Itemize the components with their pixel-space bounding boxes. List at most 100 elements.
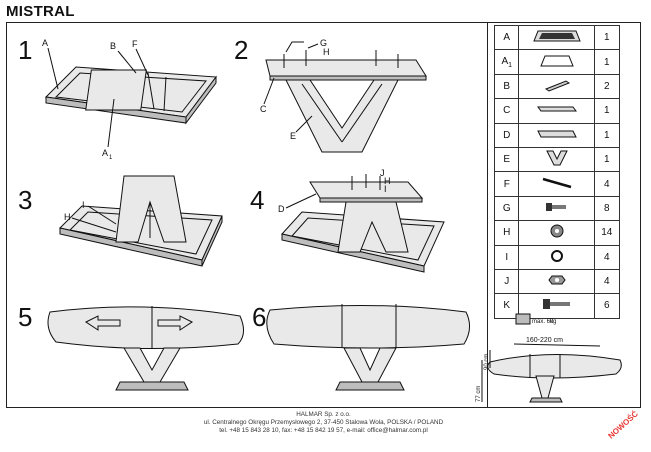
footer-company: HALMAR Sp. z o.o. xyxy=(296,411,351,418)
extension-leaf xyxy=(85,69,147,111)
part-quantity: 4 xyxy=(593,244,621,270)
part-quantity: 1 xyxy=(593,98,621,124)
label-e: E xyxy=(290,131,296,141)
footer-address: ul. Centralnego Okręgu Przemysłowego 2, … xyxy=(203,419,444,426)
part-quantity: 1 xyxy=(593,146,621,173)
part-letter: C xyxy=(493,98,520,124)
step-1-illustration: A B F A 1 xyxy=(42,38,217,161)
part-letter: D xyxy=(493,122,520,148)
footer-contact: tel. +48 15 843 28 10, fax: +48 15 842 1… xyxy=(219,427,428,434)
extended-table-top xyxy=(266,304,470,349)
part-letter: A xyxy=(493,24,520,51)
part-letter: A1 xyxy=(493,49,520,75)
assembly-steps: 1 A B F A 1 2 G H C E xyxy=(6,22,488,408)
part-letter-text: D xyxy=(503,129,511,141)
slide-rail-icon xyxy=(518,73,595,100)
v-leg-upside xyxy=(115,175,187,243)
part-letter-sub: 1 xyxy=(508,61,513,69)
table-top-icon xyxy=(518,24,595,51)
step-1-number: 1 xyxy=(18,35,33,65)
part-quantity: 4 xyxy=(593,171,621,197)
label-a1: A xyxy=(102,148,108,158)
parts-row: H 14 xyxy=(493,220,621,246)
part-letter-text: F xyxy=(503,178,510,190)
part-letter-text: C xyxy=(503,105,511,117)
label-c: C xyxy=(260,104,267,114)
bolt-icon xyxy=(518,195,595,222)
part-quantity: 1 xyxy=(593,49,621,75)
nut-icon xyxy=(518,268,595,295)
product-title: MISTRAL xyxy=(6,3,75,20)
part-quantity: 1 xyxy=(593,24,621,51)
step-2-illustration: G H C E xyxy=(260,38,427,153)
part-letter-text: K xyxy=(503,300,511,312)
height-dimension: 77 cm xyxy=(476,386,482,402)
part-quantity: 8 xyxy=(593,195,621,222)
label-h: H xyxy=(384,176,391,186)
part-letter: G xyxy=(493,195,520,222)
threaded-rod-icon xyxy=(518,171,595,197)
step-6-number: 6 xyxy=(252,302,267,332)
label-i: I xyxy=(384,184,387,194)
spring-washer-icon xyxy=(518,244,595,270)
step-5-illustration xyxy=(47,306,244,391)
part-quantity: 2 xyxy=(593,73,621,100)
label-d: D xyxy=(278,204,285,214)
frame-divider xyxy=(487,22,488,408)
part-letter-text: A xyxy=(503,32,511,44)
label-i: I xyxy=(82,200,85,210)
step-5-number: 5 xyxy=(18,302,33,332)
part-letter: I xyxy=(493,244,520,270)
top-plate xyxy=(265,59,427,77)
part-letter-text: G xyxy=(502,202,511,214)
manufacturer-footer: HALMAR Sp. z o.o. ul. Centralnego Okręgu… xyxy=(6,411,641,435)
max-load-unit: kg xyxy=(550,319,556,325)
part-letter-text: A xyxy=(501,55,509,67)
label-b: B xyxy=(110,41,116,51)
label-a: A xyxy=(42,38,48,48)
step-3-illustration: I H xyxy=(59,175,223,267)
part-letter: F xyxy=(493,171,520,197)
step-3-number: 3 xyxy=(18,185,33,215)
part-letter-text: I xyxy=(505,251,509,263)
mounting-plate-icon xyxy=(518,122,595,148)
part-quantity: 4 xyxy=(593,268,621,295)
length-dimension: 160-220 cm xyxy=(526,337,563,344)
arrow-left-icon xyxy=(85,315,121,331)
part-letter-text: J xyxy=(504,276,510,288)
part-letter: K xyxy=(493,293,520,319)
part-letter: B xyxy=(493,73,520,100)
part-letter: H xyxy=(493,220,520,246)
part-letter-text: H xyxy=(503,227,511,239)
step-6-illustration xyxy=(266,304,470,391)
part-quantity: 1 xyxy=(593,122,621,148)
table-top xyxy=(47,306,244,350)
label-f: F xyxy=(132,39,138,49)
max-load: max. 60 xyxy=(532,319,554,325)
part-letter-text: E xyxy=(503,154,511,166)
part-quantity: 6 xyxy=(593,293,621,319)
label-h: H xyxy=(323,47,330,57)
v-leg xyxy=(285,79,399,153)
part-letter-text: B xyxy=(503,80,511,92)
part-letter: E xyxy=(493,146,520,173)
part-letter: J xyxy=(493,268,520,295)
instruction-frame xyxy=(6,22,641,408)
part-quantity: 14 xyxy=(593,220,621,246)
arrow-right-icon xyxy=(157,315,193,331)
upper-beam-icon xyxy=(518,98,595,124)
washer-icon xyxy=(518,220,595,246)
v-leg-icon xyxy=(518,146,595,173)
depth-dimension: 90 cm xyxy=(484,354,490,370)
